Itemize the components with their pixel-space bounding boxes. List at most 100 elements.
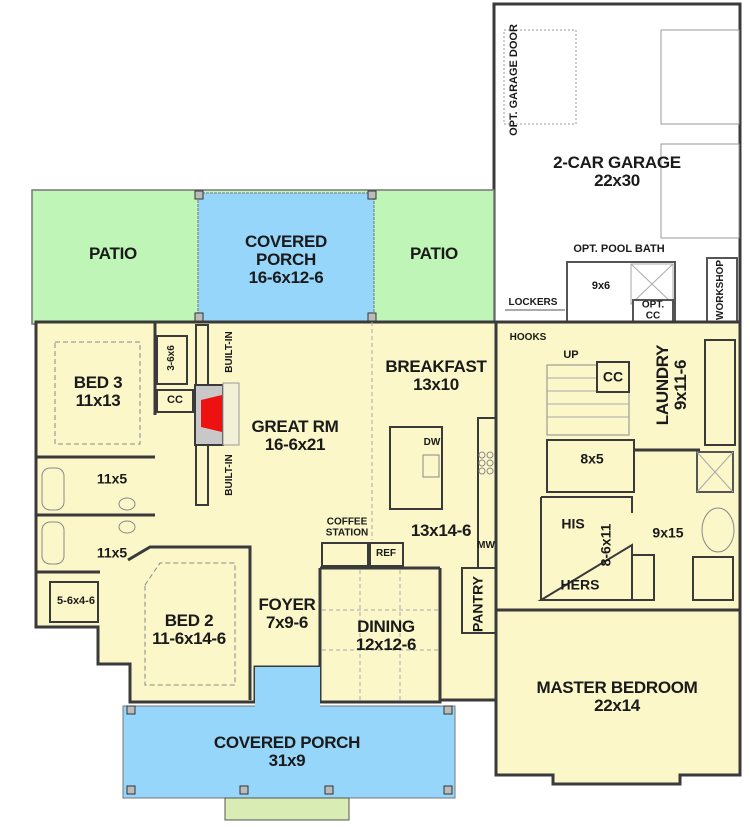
car-outline: [660, 143, 740, 239]
room-name: BED 2: [164, 611, 214, 631]
room-name: OPT.: [641, 299, 665, 311]
rear-porch-area: [197, 192, 375, 325]
room-name: LOCKERS: [508, 296, 558, 308]
room-name: BREAKFAST: [385, 357, 487, 377]
room-name: OPT. POOL BATH: [573, 243, 665, 256]
room-name: MW: [477, 539, 495, 551]
room-name: CC: [602, 368, 624, 385]
label-dishwasher: DW: [423, 436, 441, 449]
label-his: HIS: [561, 515, 585, 532]
room-label-pantry: PANTRY: [469, 576, 486, 632]
tub: [701, 507, 735, 553]
room-dim: 5-6x4-6: [57, 595, 95, 608]
coffee-station-counter: [321, 542, 369, 567]
room-name: PATIO: [89, 244, 137, 264]
label-lockers: LOCKERS: [508, 296, 558, 309]
room-name: WORKSHOP: [714, 260, 726, 320]
room-dim: 11-6x14-6: [152, 629, 226, 648]
room-name: HERS: [560, 576, 600, 593]
room-name: DW: [423, 436, 441, 448]
room-label-bed2-closet: 5-6x4-6: [57, 596, 95, 608]
room-label-closet-3-6x6: 3-6x6: [165, 345, 178, 371]
built-in-bottom: [195, 444, 209, 506]
label-hers: HERS: [560, 576, 600, 593]
label-built-in-bottom: BUILT-IN: [224, 454, 236, 495]
stair-cc-closet: [596, 361, 630, 393]
foyer-recess: [255, 667, 320, 707]
room-label-bed3-cc: CC: [167, 395, 183, 407]
room-name: FOYER: [258, 595, 316, 615]
room-dim: STATION: [325, 527, 369, 538]
room-name: COFFEE: [326, 516, 368, 528]
room-dim: 9x15: [652, 524, 684, 541]
room-name: LAUNDRY: [653, 344, 673, 426]
room-name: MASTER BEDROOM: [536, 678, 698, 698]
room-dim: 8-6x11: [597, 523, 614, 567]
sink: [422, 454, 440, 478]
room-name: UP: [563, 349, 579, 362]
room-dim: 11x5: [96, 470, 128, 487]
room-name: HOOKS: [509, 331, 547, 343]
room-name: REF: [376, 547, 396, 559]
room-label-master-bath: 9x15: [652, 524, 684, 541]
front-steps: [224, 797, 350, 821]
room-label-laundry: LAUNDRY 9x11-6: [653, 344, 690, 426]
room-label-great-room: GREAT RM 16-6x21: [252, 418, 339, 454]
room-name: PATIO: [410, 244, 458, 264]
room-name: BED 3: [73, 373, 123, 393]
room-name: 2-CAR GARAGE: [553, 153, 681, 173]
car-outline: [660, 29, 740, 125]
room-name: DINING: [357, 617, 415, 637]
closet-3-6x6: [156, 335, 188, 385]
room-label-half-bath: 8x5: [580, 451, 603, 467]
label-stair-up: UP: [563, 350, 578, 362]
room-label-front-porch: COVERED PORCH 31x9: [214, 734, 361, 770]
room-name: PANTRY: [469, 576, 486, 632]
room-dim: 11x13: [75, 391, 121, 410]
room-name: GREAT RM: [251, 417, 339, 437]
room-label-patio-left: PATIO: [89, 245, 137, 263]
room-dim: 16-6x21: [264, 435, 326, 454]
room-dim: 9x11-6: [671, 359, 690, 411]
pantry-walls: [461, 567, 497, 634]
room-label-bed3: BED 3 11x13: [74, 374, 123, 410]
room-dim: 16-6x12-6: [248, 267, 324, 287]
room-dim: 13x14-6: [410, 521, 472, 541]
room-label-bath-upper: 11x5: [96, 470, 128, 487]
bed2-rug: [144, 562, 236, 686]
refrigerator: [369, 542, 404, 567]
room-name: COVERED PORCH: [245, 232, 327, 270]
bed2-walls: [127, 545, 252, 700]
room-label-garage: 2-CAR GARAGE 22x30: [553, 154, 681, 190]
room-dim: 31x9: [268, 751, 306, 770]
front-porch-area: [122, 705, 456, 799]
kitchen-island: [389, 426, 443, 510]
half-bath: [546, 439, 635, 493]
room-dim: 3-6x6: [165, 345, 177, 371]
label-refrigerator: REF: [376, 547, 396, 560]
room-label-patio-right: PATIO: [410, 245, 458, 263]
room-name: HIS: [561, 515, 585, 532]
room-label-bath-lower: 11x5: [96, 544, 128, 561]
label-hooks: HOOKS: [509, 331, 547, 344]
shower: [696, 451, 734, 493]
cc-closet: [156, 389, 194, 413]
bed3-rug: [54, 341, 141, 445]
room-dim: 12x12-6: [355, 635, 417, 654]
room-dim: 22x14: [594, 696, 640, 715]
room-name: BUILT-IN: [223, 331, 235, 373]
room-label-stair-cc: CC: [602, 368, 624, 385]
room-label-opt-cc: OPT. CC: [641, 299, 665, 322]
room-dim: 11x5: [96, 544, 128, 561]
room-name: CC: [167, 394, 183, 407]
room-dim-pool-bath: 9x6: [592, 281, 610, 293]
hearth: [222, 382, 240, 446]
room-label-wic: 8-6x11: [597, 523, 614, 567]
room-dim: 9x6: [591, 280, 611, 293]
room-label-breakfast: BREAKFAST 13x10: [385, 357, 487, 394]
room-label-master-bedroom: MASTER BEDROOM 22x14: [536, 679, 697, 715]
label-microwave: MW: [477, 539, 495, 552]
bed2-closet: [49, 581, 99, 623]
label-coffee-station: COFFEE STATION: [325, 516, 369, 539]
room-label-pool-bath: OPT. POOL BATH: [573, 244, 664, 256]
